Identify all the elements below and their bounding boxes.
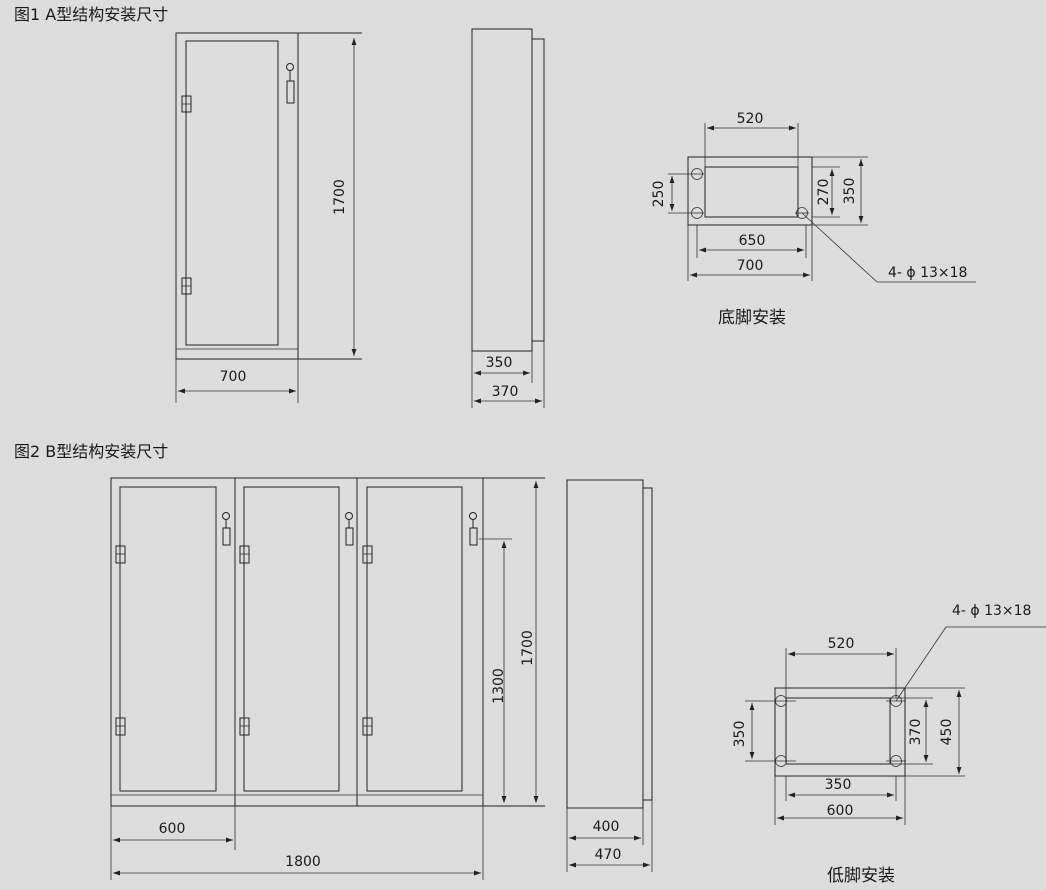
fig1-title: 图1 A型结构安装尺寸 — [14, 5, 168, 24]
fig1-hole-spec-label: 4- ϕ 13×18 — [888, 265, 967, 281]
fig1-base-left-height-label: 250 — [651, 181, 667, 208]
fig2-total-width-label: 1800 — [285, 854, 321, 870]
fig2-base-outer-height-label: 450 — [939, 719, 955, 746]
fig1-side-view — [471, 28, 545, 408]
fig1-front-width-label: 700 — [220, 369, 247, 385]
fig2-side-depth-inner-label: 400 — [593, 819, 620, 835]
fig1-height-label: 1700 — [332, 179, 348, 215]
fig1-base-outer-height-label: 350 — [842, 178, 858, 205]
fig1-front-view — [175, 32, 362, 360]
fig1-base-inner-height-label: 270 — [816, 179, 832, 206]
fig2-hole-spec-label: 4- ϕ 13×18 — [952, 603, 1031, 619]
fig2-unit-width-label: 600 — [159, 821, 186, 837]
fig2-side-view — [566, 479, 653, 872]
fig1-base-caption: 底脚安装 — [718, 308, 786, 328]
fig1-side-depth-outer-label: 370 — [492, 384, 519, 400]
fig1-base-top-width-label: 520 — [737, 111, 764, 127]
fig2-title: 图2 B型结构安装尺寸 — [14, 442, 168, 461]
figure-2: 图2 B型结构安装尺寸 1300 — [14, 442, 1046, 886]
fig1-base-outer-width-label: 700 — [737, 258, 764, 274]
fig2-front-view — [110, 477, 545, 807]
fig2-base-top-width-label: 520 — [828, 636, 855, 652]
fig2-height-label: 1700 — [520, 630, 536, 666]
fig1-base-inner-width-label: 650 — [739, 233, 766, 249]
fig1-side-depth-inner-label: 350 — [486, 355, 513, 371]
fig2-base-inner-width-label: 350 — [825, 777, 852, 793]
fig2-inner-height-label: 1300 — [491, 668, 507, 704]
figure-1: 图1 A型结构安装尺寸 1700 700 — [14, 5, 976, 408]
fig1-base-plan — [668, 123, 976, 283]
fig2-base-outer-width-label: 600 — [827, 803, 854, 819]
fig2-base-inner-height-label: 370 — [908, 719, 924, 746]
fig2-base-left-height-label: 350 — [732, 721, 748, 748]
fig2-base-plan — [745, 626, 1046, 825]
fig2-side-depth-outer-label: 470 — [595, 847, 622, 863]
fig2-base-caption: 低脚安装 — [827, 866, 895, 886]
